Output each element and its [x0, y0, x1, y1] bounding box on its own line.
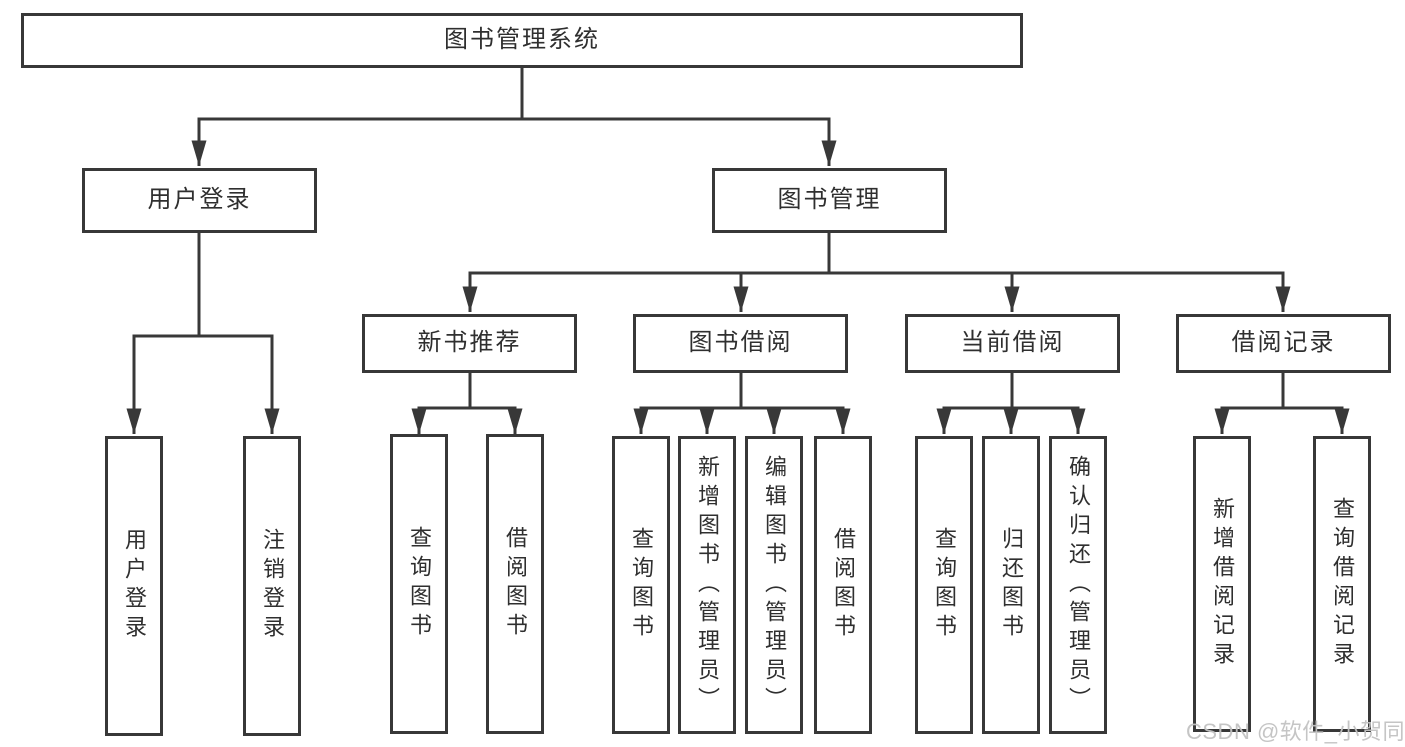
- leaf-add-borrow-record: 新增借阅记录: [1193, 436, 1251, 732]
- leaf-query-borrow-record: 查询借阅记录: [1313, 436, 1371, 732]
- csdn-watermark: CSDN @软件_小贺同学: [1186, 719, 1405, 744]
- leaf-query-books-borrow: 查询图书: [612, 436, 670, 734]
- node-library-system: 图书管理系统: [21, 13, 1023, 68]
- leaf-add-book-admin: 新增图书（管理员）: [678, 436, 736, 734]
- leaf-return-books: 归还图书: [982, 436, 1040, 734]
- leaf-confirm-return-admin: 确认归还（管理员）: [1049, 436, 1107, 734]
- node-borrow-records: 借阅记录: [1176, 314, 1391, 373]
- node-new-book-recommend: 新书推荐: [362, 314, 577, 373]
- leaf-logout-login: 注销登录: [243, 436, 301, 736]
- node-user-login: 用户登录: [82, 168, 317, 233]
- leaf-query-books-current: 查询图书: [915, 436, 973, 734]
- node-book-borrow: 图书借阅: [633, 314, 848, 373]
- leaf-query-books-recommend: 查询图书: [390, 434, 448, 734]
- leaf-borrow-books-recommend: 借阅图书: [486, 434, 544, 734]
- leaf-borrow-books: 借阅图书: [814, 436, 872, 734]
- node-current-borrow: 当前借阅: [905, 314, 1120, 373]
- leaf-user-login: 用户登录: [105, 436, 163, 736]
- leaf-edit-book-admin: 编辑图书（管理员）: [745, 436, 803, 734]
- node-book-management: 图书管理: [712, 168, 947, 233]
